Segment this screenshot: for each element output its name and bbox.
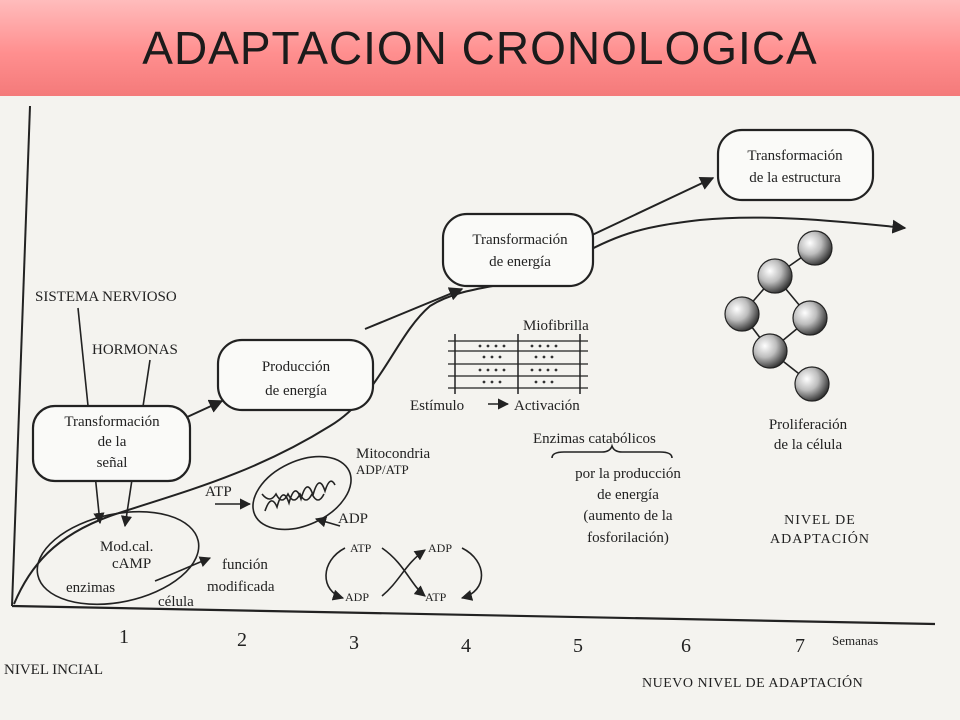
structure-transformation-box [716, 128, 875, 202]
nuevo-nivel-label: NUEVO NIVEL DE ADAPTACIÓN [642, 674, 863, 691]
week-label: 7 [795, 635, 805, 657]
nivel-adaptacion-line-1: NIVEL DE [784, 513, 856, 528]
production-line-2: de energía [265, 383, 327, 399]
adp-right-label: ADP [338, 511, 368, 527]
atp-left-label: ATP [205, 484, 232, 500]
week-label: 5 [573, 635, 583, 657]
funcion-arrow [154, 556, 212, 582]
cycle-arc-right [460, 547, 483, 601]
enzimas-label: enzimas [66, 580, 115, 596]
activacion-label: Activación [514, 398, 580, 414]
energy-line-1: Transformación [472, 232, 568, 248]
estimulo-label: Estímulo [410, 398, 464, 414]
week-label: 6 [681, 635, 691, 657]
mod-cal-label: Mod.cal. [100, 539, 153, 555]
week-label: 4 [461, 635, 471, 657]
x-axis [11, 604, 936, 626]
cell-ellipse [36, 510, 200, 606]
mitochondria-cristae [261, 480, 336, 512]
cycle-arc-left [325, 547, 346, 601]
y-axis [11, 105, 31, 607]
signal-transformation-box [31, 404, 192, 483]
energy-transformation-box [441, 212, 595, 288]
arrow-to-structure [589, 177, 715, 237]
cycle-atp-top-left: ATP [350, 541, 372, 555]
week-label: 2 [237, 629, 247, 651]
nivel-inicial-label: NIVEL INCIAL [4, 662, 103, 678]
signal-line-2: de la [98, 434, 127, 450]
modificada-label: modificada [207, 579, 275, 595]
cycle-arc-cross-1 [381, 547, 426, 597]
page-title: ADAPTACION CRONOLOGICA [142, 22, 818, 74]
semanas-label: Semanas [832, 633, 878, 648]
mitochondria-icon [252, 455, 352, 531]
adp-into-mito-arrow [314, 516, 341, 528]
adaptation-diagram: SISTEMA NERVIOSO HORMONAS Transformación… [4, 105, 936, 691]
nivel-adaptacion-line-2: ADAPTACIÓN [770, 530, 870, 547]
energy-production-box [216, 338, 375, 412]
mitocondria-label: Mitocondria [356, 446, 430, 462]
cell-proliferation-icon [724, 230, 833, 402]
title-bar: ADAPTACION CRONOLOGICA [0, 0, 960, 97]
proliferacion-line-1: Proliferación [769, 417, 848, 433]
energy-line-2: de energía [489, 254, 551, 270]
adp-atp-label: ADP/ATP [356, 462, 409, 477]
structure-line-1: Transformación [747, 148, 843, 164]
funcion-label: función [222, 557, 268, 573]
enzimas-catabolicos-label: Enzimas catabólicos [533, 431, 656, 447]
week-label: 3 [349, 632, 359, 654]
hormones-label: HORMONAS [92, 342, 178, 358]
week-label: 1 [119, 626, 129, 648]
catabolic-line-1: por la producción [575, 466, 681, 482]
production-line-1: Producción [262, 359, 331, 375]
celula-label: célula [158, 594, 194, 610]
nervous-system-label: SISTEMA NERVIOSO [35, 289, 177, 305]
signal-line-3: señal [97, 455, 128, 471]
cycle-arc-cross-2 [381, 549, 426, 597]
cycle-atp-bottom-right: ATP [425, 590, 447, 604]
proliferacion-line-2: de la célula [774, 437, 843, 453]
miofibrilla-label: Miofibrilla [523, 318, 589, 334]
structure-line-2: de la estructura [749, 170, 841, 186]
enzimas-brace [551, 443, 673, 459]
myofibril-icon [448, 334, 588, 394]
arrow-to-energy [364, 287, 464, 330]
catabolic-line-3: (aumento de la [583, 508, 672, 524]
signal-line-1: Transformación [64, 414, 160, 430]
camp-label: cAMP [112, 556, 151, 572]
cycle-adp-bottom-left: ADP [345, 590, 369, 604]
catabolic-line-4: fosforilación) [587, 530, 669, 546]
catabolic-line-2: de energía [597, 487, 659, 503]
scanned-diagram: SISTEMA NERVIOSO HORMONAS Transformación… [0, 96, 960, 720]
cycle-adp-top-right: ADP [428, 541, 452, 555]
arrow-to-production [184, 399, 224, 419]
